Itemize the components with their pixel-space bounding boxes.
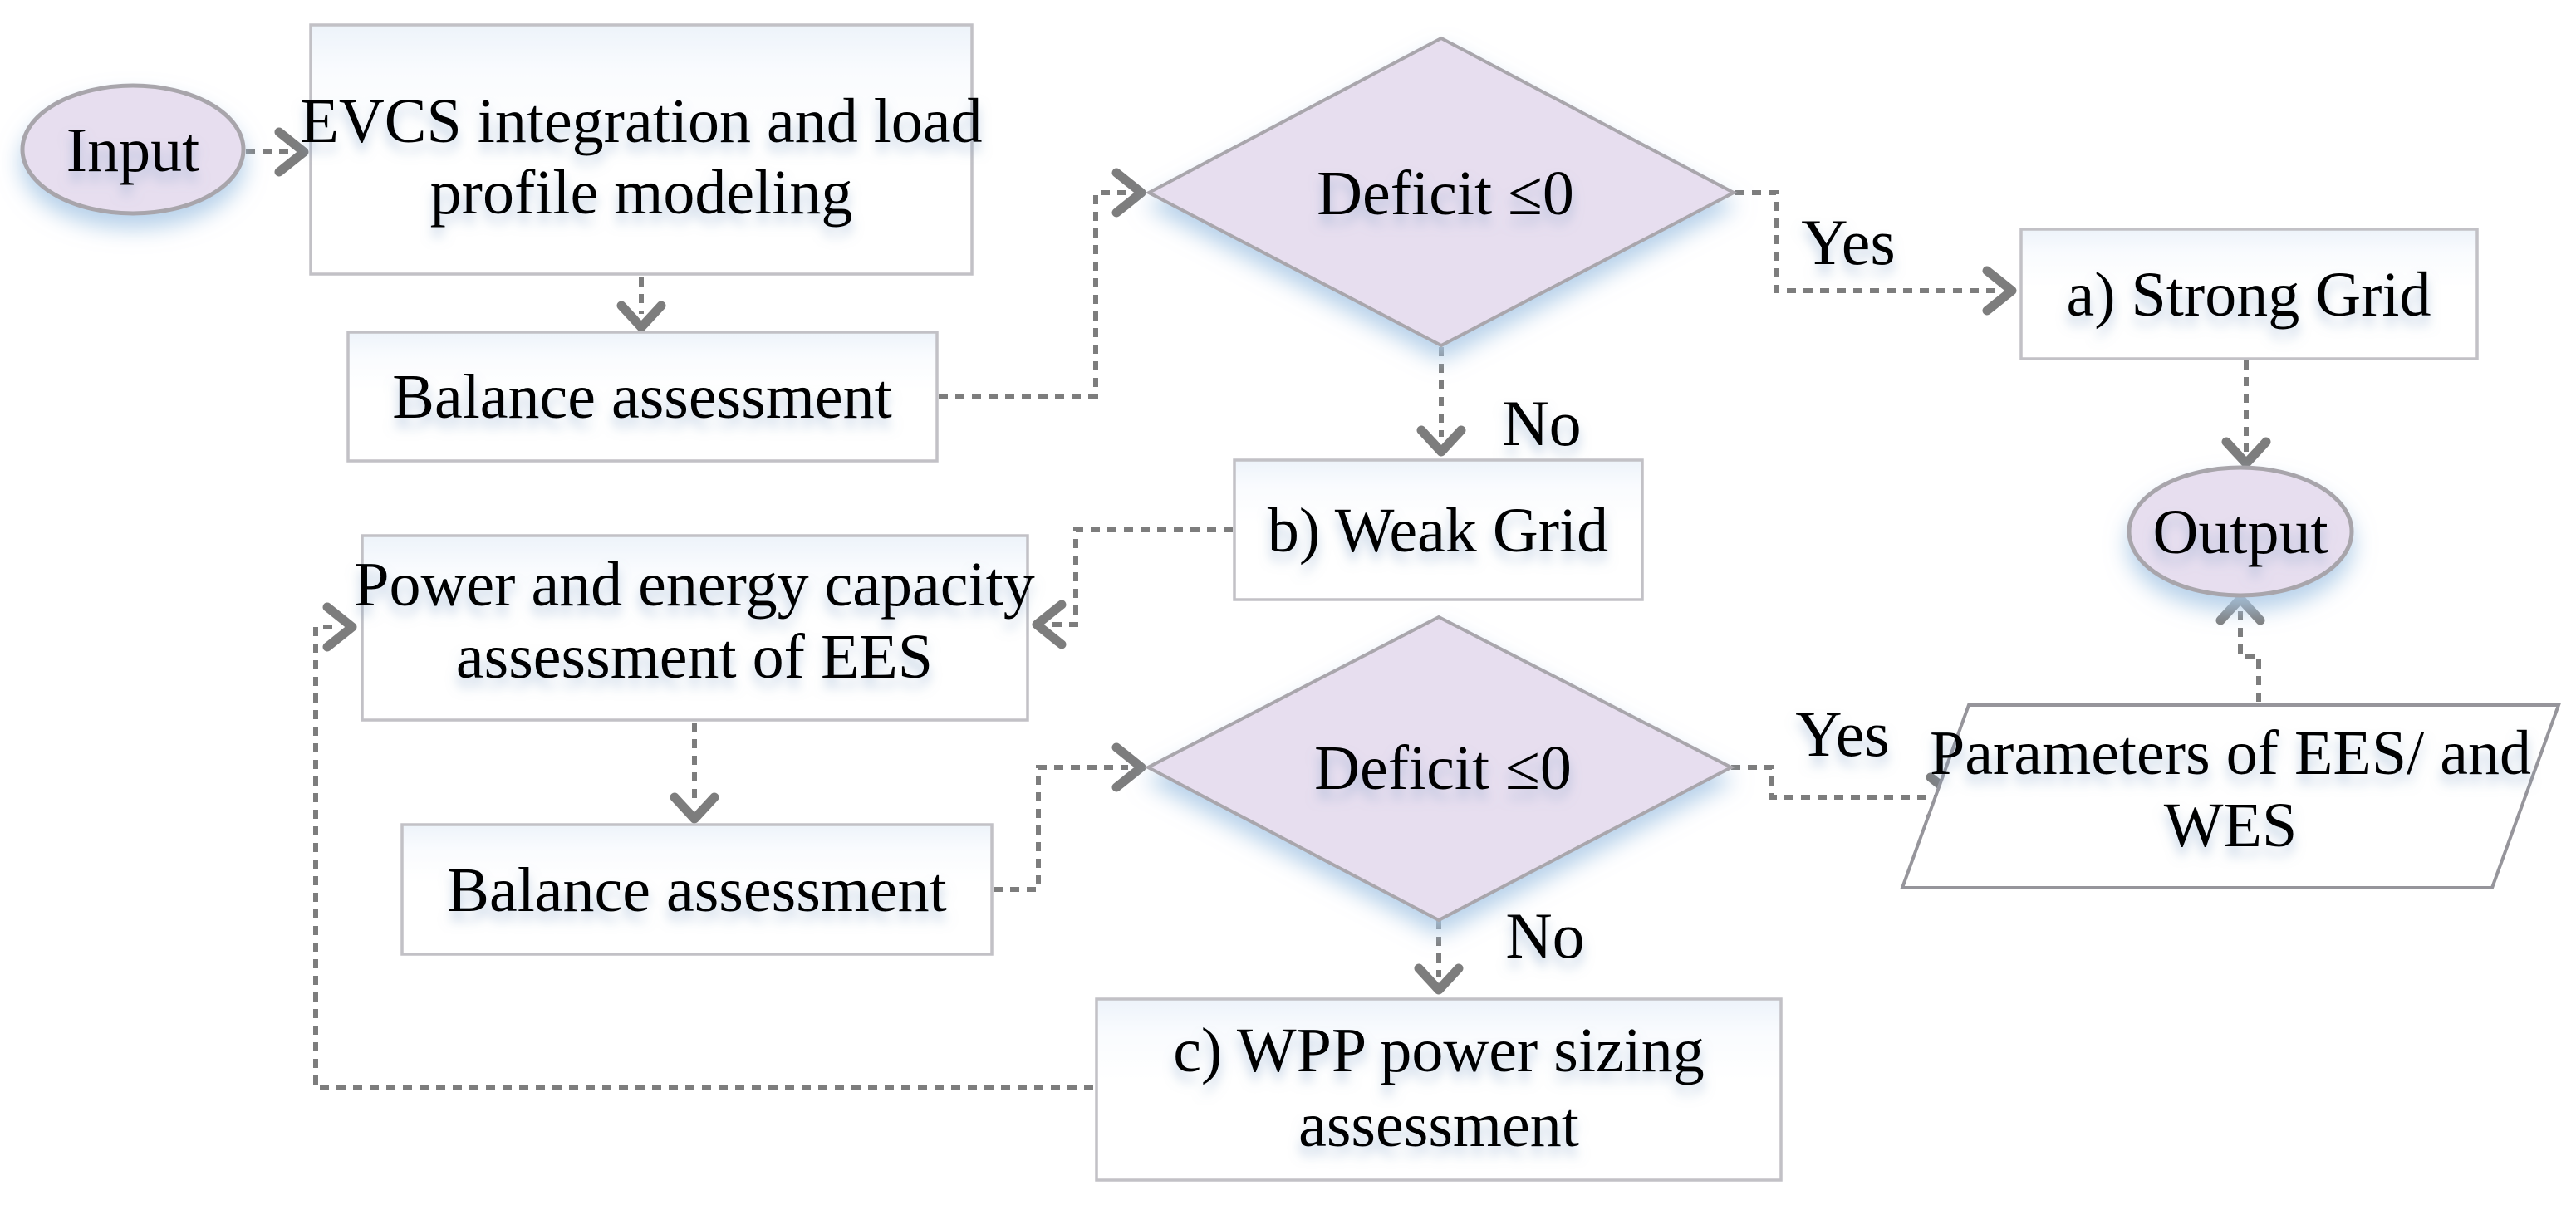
arrowhead-evcs-to-balance1 xyxy=(616,301,666,332)
node-decision-2: Deficit ≤0 xyxy=(1144,615,1735,923)
node-input: Input xyxy=(20,83,246,216)
arrowhead-input-to-evcs xyxy=(274,127,309,177)
wpp-label-line1: c) WPP power sizing xyxy=(1173,1016,1705,1085)
balance1-label: Balance assessment xyxy=(392,362,891,432)
balance1-box-shape xyxy=(346,331,939,463)
edge-labels-group: Yes No Yes No xyxy=(1502,206,1895,972)
parameters-parallelogram-shape xyxy=(1900,703,2561,889)
arrowhead-ees-to-balance2 xyxy=(670,792,719,824)
decision1-diamond-shape xyxy=(1145,36,1738,348)
node-parameters: Parameters of EES/ and WES xyxy=(1900,703,2561,889)
edge-balance2-to-decision2 xyxy=(994,765,1128,892)
strong-grid-box-shape xyxy=(2019,228,2479,360)
ees-capacity-box-shape xyxy=(361,534,1029,722)
edge-parameters-to-output xyxy=(2238,611,2261,702)
evcs-box-shape xyxy=(309,23,974,276)
label-no-1: No xyxy=(1502,387,1581,459)
node-ees-capacity: Power and energy capacity assessment of … xyxy=(354,534,1035,722)
arrowhead-parameters-to-output xyxy=(2215,594,2265,625)
arrowhead-strong-to-output xyxy=(2221,437,2271,468)
weak-grid-label: b) Weak Grid xyxy=(1268,496,1608,566)
evcs-label-line1: EVCS integration and load xyxy=(300,86,982,156)
label-yes-2: Yes xyxy=(1795,698,1890,770)
label-yes-1: Yes xyxy=(1801,206,1896,278)
label-no-2: No xyxy=(1505,899,1584,972)
input-ellipse-shape xyxy=(20,83,246,216)
node-balance-assessment-1: Balance assessment xyxy=(346,331,939,463)
arrowhead-balance1-to-decision1 xyxy=(1111,168,1146,218)
evcs-label-line2: profile modeling xyxy=(430,158,853,228)
parameters-label-line2: WES xyxy=(2164,791,2297,860)
edge-decision2-yes xyxy=(1731,765,1942,800)
node-evcs-integration: EVCS integration and load profile modeli… xyxy=(300,23,983,276)
arrowhead-balance2-to-decision2 xyxy=(1111,742,1146,792)
wpp-label-line2: assessment xyxy=(1298,1090,1579,1160)
decision2-diamond-shape xyxy=(1144,615,1735,923)
output-ellipse-shape xyxy=(2127,465,2354,598)
arrowhead-weak-to-ees xyxy=(1032,600,1067,649)
arrowhead-wpp-feedback-to-ees xyxy=(322,602,357,652)
edge-decision1-yes xyxy=(1735,190,1999,293)
node-wpp-sizing: c) WPP power sizing assessment xyxy=(1095,997,1783,1182)
input-label: Input xyxy=(66,115,199,185)
edges-group xyxy=(246,127,2271,1090)
ees-capacity-label-line2: assessment of EES xyxy=(456,622,933,692)
weak-grid-box-shape xyxy=(1233,458,1644,601)
arrowhead-decision1-no xyxy=(1416,425,1466,457)
edge-wpp-feedback-to-ees xyxy=(313,625,1093,1090)
balance2-label: Balance assessment xyxy=(447,855,946,925)
arrowhead-decision2-no xyxy=(1414,963,1464,995)
edge-weak-to-ees xyxy=(1050,527,1233,627)
ees-capacity-label-line1: Power and energy capacity xyxy=(354,550,1035,620)
balance2-box-shape xyxy=(400,823,994,956)
wpp-box-shape xyxy=(1095,997,1783,1182)
arrowhead-decision1-yes xyxy=(1982,266,2017,316)
node-output: Output xyxy=(2127,465,2354,598)
strong-grid-label: a) Strong Grid xyxy=(2066,260,2431,330)
node-weak-grid: b) Weak Grid xyxy=(1233,458,1644,601)
decision1-label: Deficit ≤0 xyxy=(1317,159,1574,228)
node-strong-grid: a) Strong Grid xyxy=(2019,228,2479,360)
parameters-label-line1: Parameters of EES/ and xyxy=(1930,718,2531,788)
node-decision-1: Deficit ≤0 xyxy=(1145,36,1738,348)
decision2-label: Deficit ≤0 xyxy=(1314,733,1572,803)
output-label: Output xyxy=(2152,497,2328,567)
node-balance-assessment-2: Balance assessment xyxy=(400,823,994,956)
